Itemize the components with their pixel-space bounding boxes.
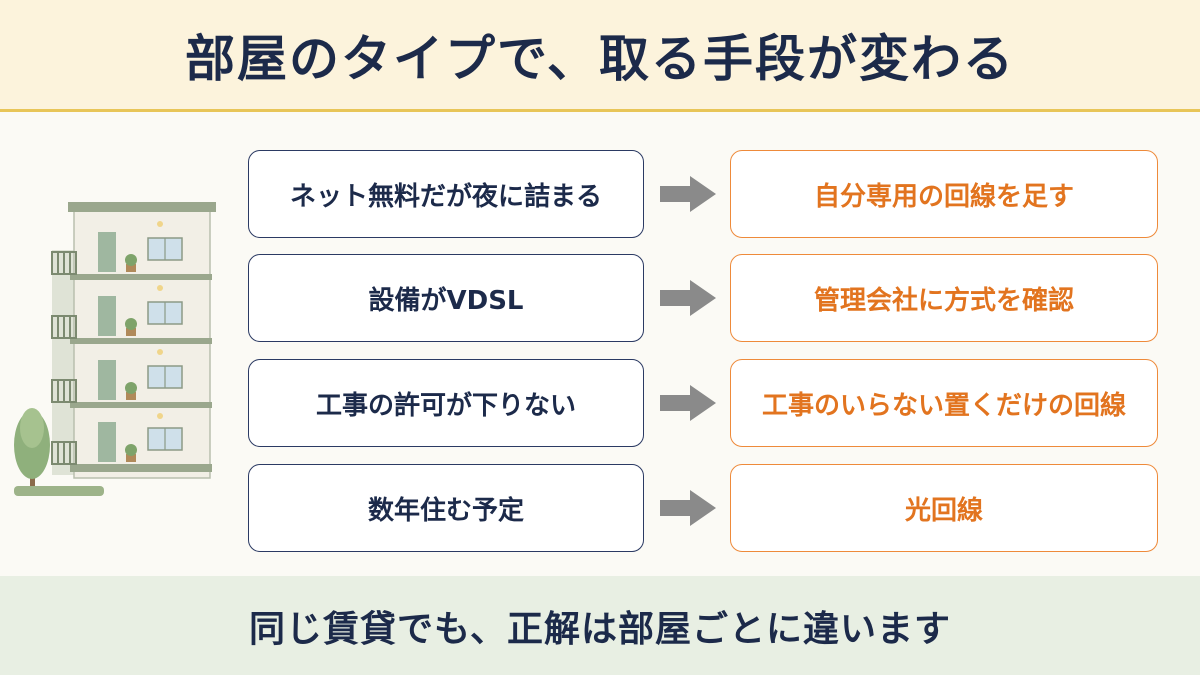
footer-banner: 同じ賃貸でも、正解は部屋ごとに違います bbox=[0, 576, 1200, 675]
situation-box: ネット無料だが夜に詰まる bbox=[248, 150, 644, 238]
situation-box: 数年住む予定 bbox=[248, 464, 644, 552]
solution-box: 自分専用の回線を足す bbox=[730, 150, 1158, 238]
apartment-building-illustration bbox=[14, 202, 216, 496]
right-arrow-icon bbox=[660, 176, 716, 212]
footer-message: 同じ賃貸でも、正解は部屋ごとに違います bbox=[249, 608, 951, 650]
right-arrow-icon bbox=[660, 490, 716, 526]
option-row-3: 工事の許可が下りない 工事のいらない置くだけの回線 bbox=[248, 359, 1158, 447]
option-row-1: ネット無料だが夜に詰まる 自分専用の回線を足す bbox=[248, 150, 1158, 238]
right-arrow-icon bbox=[660, 385, 716, 421]
title-banner: 部屋のタイプで、取る手段が変わる bbox=[0, 0, 1200, 112]
right-arrow-icon bbox=[660, 280, 716, 316]
option-row-2: 設備がVDSL 管理会社に方式を確認 bbox=[248, 254, 1158, 342]
page-title: 部屋のタイプで、取る手段が変わる bbox=[185, 29, 1015, 88]
solution-box: 管理会社に方式を確認 bbox=[730, 254, 1158, 342]
solution-box: 光回線 bbox=[730, 464, 1158, 552]
situation-box: 工事の許可が下りない bbox=[248, 359, 644, 447]
option-row-4: 数年住む予定 光回線 bbox=[248, 464, 1158, 552]
situation-box: 設備がVDSL bbox=[248, 254, 644, 342]
solution-box: 工事のいらない置くだけの回線 bbox=[730, 359, 1158, 447]
